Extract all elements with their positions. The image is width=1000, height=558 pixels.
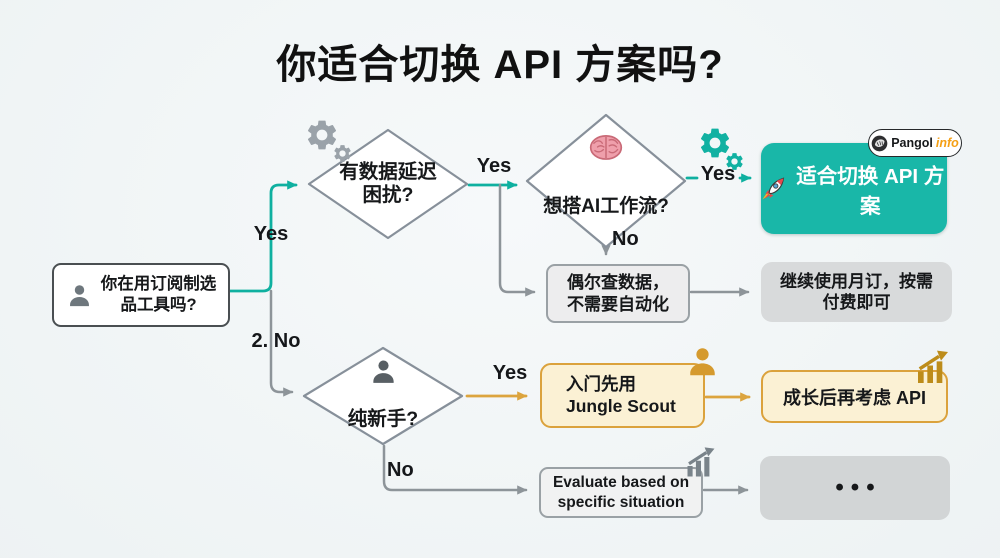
outcome-switch-api-label: 适合切换 API 方案	[796, 164, 945, 218]
start-node-label: 你在用订阅制选 品工具吗?	[100, 275, 217, 314]
edge-label-start-no: 2. No	[251, 330, 301, 352]
outcome-keep-monthly-label: 继续使用月订，按需 付费即可	[780, 271, 933, 312]
growth-chart-icon	[913, 348, 953, 388]
pangolin-logo-icon	[871, 135, 888, 152]
person-icon	[685, 344, 720, 379]
outcome-occasional-label: 偶尔查数据， 不需要自动化	[567, 273, 669, 314]
brand-name: Pangol	[891, 136, 933, 150]
edge-label-start-yes: Yes	[253, 223, 289, 245]
outcome-evaluate: Evaluate based on specific situation	[539, 467, 703, 518]
outcome-evaluate-label: Evaluate based on specific situation	[552, 474, 690, 511]
person-icon	[369, 357, 398, 386]
rocket-icon	[761, 175, 786, 202]
edge-label-ai-yes: Yes	[700, 163, 736, 185]
person-icon	[66, 282, 93, 309]
growth-chart-icon	[683, 445, 719, 481]
outcome-grow-later: 成长后再考虑 API	[761, 370, 948, 423]
brand-name-suffix: info	[935, 136, 959, 150]
start-node: 你在用订阅制选 品工具吗?	[52, 263, 230, 327]
outcome-ellipsis-label: •••	[835, 474, 882, 501]
outcome-jungle-scout-label: 入门先用 Jungle Scout	[566, 373, 676, 416]
edge-label-newbie-no: No	[387, 459, 414, 481]
gears-icon	[332, 143, 353, 164]
outcome-jungle-scout: 入门先用 Jungle Scout	[540, 363, 705, 428]
edge-label-ai-no: No	[612, 228, 639, 250]
outcome-grow-later-label: 成长后再考虑 API	[782, 387, 926, 408]
outcome-switch-api: 适合切换 API 方案	[761, 143, 947, 234]
brain-icon	[587, 133, 625, 163]
page-title: 你适合切换 API 方案吗?	[276, 43, 724, 87]
outcome-keep-monthly: 继续使用月订，按需 付费即可	[761, 262, 952, 322]
edge-label-delay-yes: Yes	[476, 155, 512, 177]
outcome-ellipsis: •••	[760, 456, 950, 520]
outcome-occasional: 偶尔查数据， 不需要自动化	[546, 264, 690, 323]
edge-label-newbie-yes: Yes	[492, 362, 528, 384]
